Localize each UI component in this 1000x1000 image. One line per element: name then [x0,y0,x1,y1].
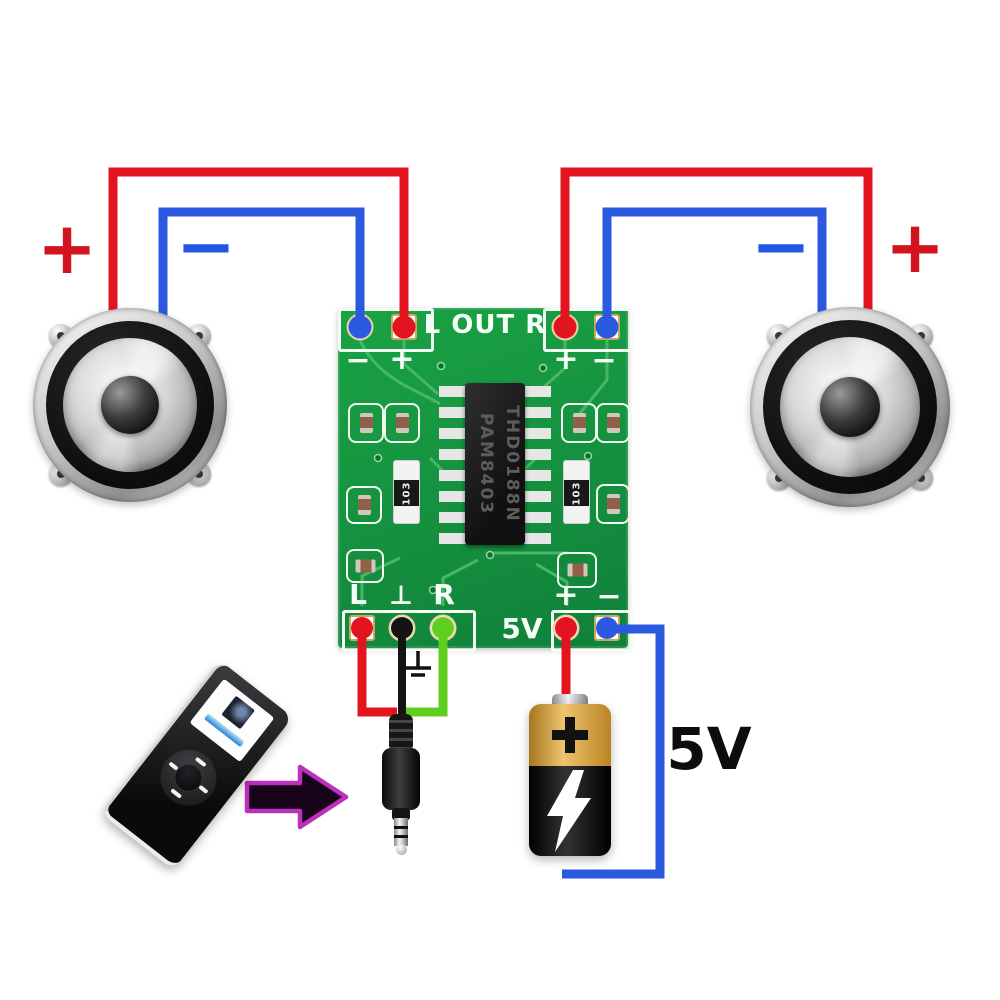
jack-tip [396,844,407,855]
in-right-label: R [433,578,455,611]
terminal-power-minus [596,617,618,639]
silk-box-input [342,610,476,652]
wire-power-blue [562,624,665,879]
jack-sleeve [394,818,408,846]
jack-body [382,748,420,810]
resistor-103-right: 103 [563,460,590,524]
jack-strain-relief [389,714,413,752]
in-ground-label: ⊥ [389,581,413,611]
out-left-plus-mark: + [389,342,415,377]
speaker-dust-cap [820,377,880,437]
resistor-band: 103 [394,480,419,506]
in-left-label: L [349,578,367,611]
silk-box-out-right [543,308,633,352]
right-speaker-plus-label: + [884,205,946,289]
terminal-out-left-minus [348,315,372,339]
supply-voltage-label: 5V [666,715,752,783]
smd-capacitor [572,413,586,433]
screw-hole [195,470,203,478]
power-plus-mark: + [553,578,579,613]
album-art [221,695,255,730]
battery-plus-mark [565,717,575,753]
battery-bottom-black [529,766,611,856]
board-out-header: L OUT R [423,310,547,340]
wire-right-speaker-blue [602,207,827,327]
amplifier-board: L OUT R − + + − L ⊥ R 5V + − THD0188N PA… [338,308,633,652]
out-left-minus-mark: − [345,343,371,378]
amplifier-chip: THD0188N PAM8403 [465,383,525,545]
right-speaker-minus-label: − [750,204,812,288]
capacitor [596,403,630,443]
left-speaker [33,308,227,502]
chip-pins-left [439,386,466,544]
terminal-in-left [351,617,373,639]
menu-button [194,756,207,768]
terminal-power-plus [555,617,577,639]
left-speaker-minus-label: − [175,204,237,288]
play-button [170,788,183,799]
capacitor [384,403,420,443]
terminal-in-right [432,617,454,639]
smd-capacitor [395,413,409,433]
terminal-in-ground [391,617,413,639]
power-minus-mark: − [596,579,622,614]
smd-capacitor [606,494,620,514]
smd-capacitor [359,413,373,433]
wire-right-speaker-red [560,167,873,327]
next-button [198,784,209,795]
jack-neck [392,808,410,820]
chip-pins-right [524,386,551,544]
capacitor [557,552,597,588]
wire-aux-green [405,626,448,717]
capacitor [348,403,384,443]
capacitor [596,484,630,524]
speaker-dust-cap [100,375,160,435]
battery-top-gold [529,704,611,766]
battery-body [529,704,611,856]
smd-capacitor [357,495,371,515]
lightning-bolt-icon [547,770,591,852]
resistor-band: 103 [564,480,589,506]
wire-left-speaker-red [108,167,409,327]
arrow-icon [244,764,349,830]
jack-ring [394,835,408,838]
wire-aux-red [357,626,397,717]
resistor-103-left: 103 [393,460,420,524]
wire-left-speaker-blue [158,207,365,327]
board-power-label: 5V [501,612,543,645]
click-wheel [149,738,228,818]
smd-capacitor [606,413,620,433]
left-speaker-plus-label: + [36,206,98,290]
battery-terminal-nub [552,694,588,707]
out-right-minus-mark: − [591,343,617,378]
silk-box-out-left [338,308,434,352]
screw-hole [917,474,925,482]
capacitor [346,549,384,583]
capacitor [346,486,382,524]
jack-ring [394,826,408,829]
ground-symbol [405,651,431,677]
terminal-out-left-plus [392,315,416,339]
terminal-out-right-plus [553,315,577,339]
right-speaker [750,307,950,507]
battery [529,694,611,856]
speaker-cone [780,337,920,477]
out-right-plus-mark: + [553,342,579,377]
terminal-out-right-minus [595,315,619,339]
